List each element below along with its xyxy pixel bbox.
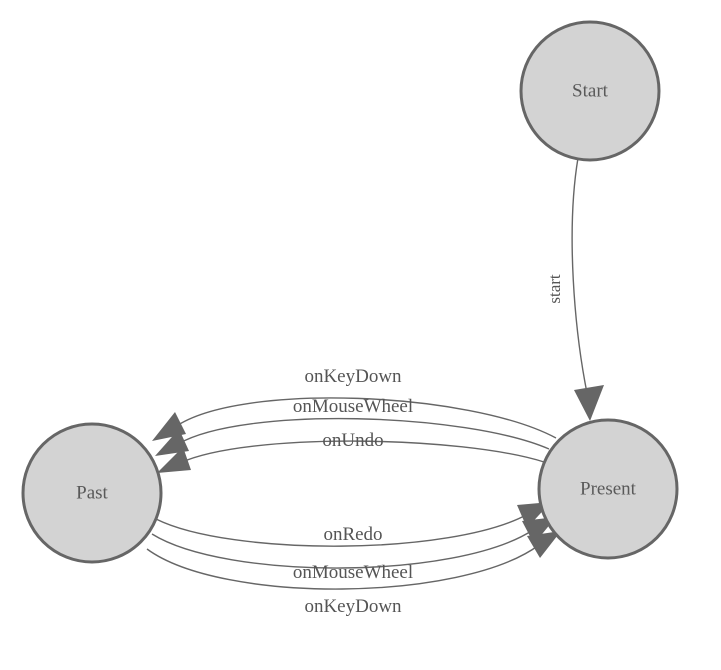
edge-present-to-past-onundo[interactable]: onUndo [157,430,545,473]
edge-start-to-present-path [571,157,589,399]
node-past-circle [21,422,163,564]
edge-label-start: start [545,274,564,304]
edge-start-to-present-arrowhead [574,385,604,421]
edge-present-to-past-onmousewheel[interactable]: onMouseWheel [155,396,550,456]
edge-past-to-present-onmousewheel-path [151,529,534,569]
node-present[interactable]: Present [537,418,679,560]
edge-past-to-present-onkeydown-path [146,544,540,590]
edge-past-to-present-onkeydown[interactable]: onKeyDown [146,531,561,617]
node-present-circle [537,418,679,560]
edge-label-past-to-present-onkeydown: onKeyDown [304,596,402,617]
edge-present-to-past-onmousewheel-arrowhead [155,429,189,456]
edge-label-past-to-present-onmousewheel: onMouseWheel [293,562,413,583]
node-past-label: Past [76,482,108,503]
edge-past-to-present-onredo[interactable]: onRedo [155,502,551,547]
edge-label-past-to-present-onredo: onRedo [323,524,382,545]
edge-label-present-to-past-onmousewheel: onMouseWheel [293,396,413,417]
node-past[interactable]: Past [21,422,163,564]
edge-present-to-past-onundo-path [179,440,545,464]
edge-start-to-present[interactable]: start [545,157,604,421]
edge-present-to-past-onmousewheel-path [177,417,550,450]
node-start-label: Start [572,80,609,101]
node-present-label: Present [580,478,637,499]
node-start-circle [519,20,661,162]
edge-past-to-present-onkeydown-arrowhead [527,531,561,558]
edge-present-to-past-onundo-arrowhead [157,447,191,473]
edge-label-present-to-past-onkeydown: onKeyDown [304,366,402,387]
edge-present-to-past-onkeydown-path [174,397,557,439]
edge-label-present-to-past-onundo: onUndo [322,430,383,451]
edge-past-to-present-onredo-path [155,513,529,547]
node-start[interactable]: Start [519,20,661,162]
